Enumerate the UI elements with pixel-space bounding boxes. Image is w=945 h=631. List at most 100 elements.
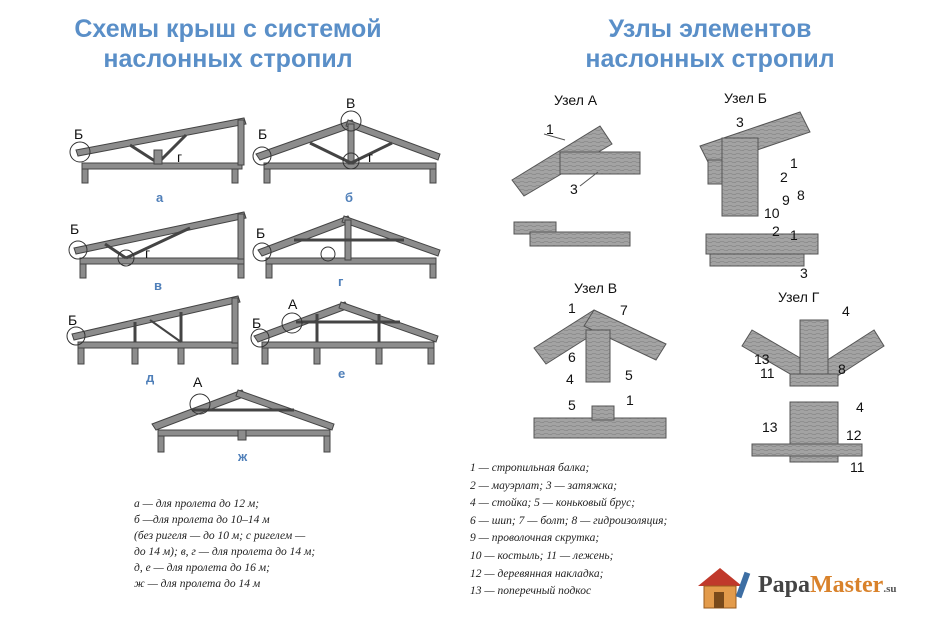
node-g-num-13: 13	[754, 351, 770, 367]
node-g-num-11b: 11	[850, 459, 865, 475]
scheme-a-stand	[153, 149, 163, 165]
node-b-bottom2	[709, 253, 805, 267]
node-g-num-12: 12	[846, 427, 862, 443]
scheme-a-strut2	[156, 133, 188, 165]
scheme-a-wall-left	[81, 168, 89, 184]
scheme-b-node-b: Б	[258, 126, 267, 142]
left-title-line2: наслонных стропил	[103, 45, 353, 73]
node-g-side-beam	[751, 443, 863, 457]
scheme-b-wall-right	[429, 168, 437, 184]
node-v-rafter-right	[583, 309, 667, 361]
scheme-zh-wall-left	[157, 435, 165, 453]
node-v-num-1: 1	[568, 300, 576, 316]
scheme-v-rafter	[73, 211, 247, 255]
scheme-b-node-v: В	[346, 95, 355, 111]
scheme-b-label-g: г	[368, 149, 373, 165]
scheme-b-strut-left	[309, 141, 352, 165]
scheme-e-node-a: А	[288, 296, 298, 312]
logo-text: PapaMaster.su	[758, 572, 896, 599]
logo-part1: Papa	[758, 572, 811, 598]
house-icon	[698, 568, 751, 609]
scheme-v-node-circle-b	[68, 240, 88, 260]
left-title: Схемы крыш с системой наслонных стропил	[28, 14, 428, 74]
scheme-g-wall-right	[429, 263, 437, 279]
node-v-num-6: 6	[568, 349, 576, 365]
node-a-leader-3	[579, 171, 599, 187]
scheme-e-wall-mid2	[375, 347, 383, 365]
notes-right: 1 — стропильная балка; 2 — мауэрлат; 3 —…	[470, 460, 770, 601]
scheme-zh-letter: ж	[237, 449, 248, 464]
scheme-a-rafter	[75, 117, 247, 157]
node-g-drawing	[741, 319, 885, 463]
scheme-a-post	[237, 119, 245, 166]
notes-right-line: 9 — проволочная скрутка;	[470, 532, 600, 545]
node-b-drawing	[699, 111, 819, 267]
node-v-drawing	[533, 309, 667, 439]
node-b-num-8: 8	[797, 187, 805, 203]
scheme-g-node-circle-b	[252, 242, 272, 262]
scheme-e-wall-right	[427, 347, 435, 365]
node-g-num-4: 4	[842, 303, 850, 319]
scheme-d-node-b: Б	[68, 312, 77, 328]
scheme-g	[252, 215, 441, 279]
node-v-post	[585, 329, 611, 383]
scheme-e-node-circle-a	[281, 312, 303, 334]
scheme-zh-support	[237, 429, 247, 441]
scheme-a-wall-right	[231, 168, 239, 184]
node-v-num-1b: 1	[626, 392, 634, 408]
node-b-num-10: 10	[764, 205, 780, 221]
scheme-d-wall-mid1	[131, 347, 139, 365]
scheme-v-node-circle	[117, 249, 135, 267]
scheme-zh	[151, 389, 335, 453]
node-v-title: Узел В	[574, 280, 617, 296]
notes-left-line: д, е — для пролета до 16 м;	[134, 562, 270, 574]
notes-right-line: 12 — деревянная накладка;	[470, 567, 604, 580]
node-g-num-4b: 4	[856, 399, 864, 415]
scheme-d-node-circle-b	[66, 326, 86, 346]
node-a-leader-1	[543, 133, 566, 141]
scheme-d	[66, 295, 241, 365]
scheme-b-strut-right	[350, 141, 393, 165]
node-b-num-3b: 3	[800, 265, 808, 281]
scheme-zh-node-a: А	[193, 374, 203, 390]
node-g-num-13b: 13	[762, 419, 778, 435]
scheme-g-node-b: Б	[256, 225, 265, 241]
scheme-g-node-circle	[320, 246, 336, 262]
scheme-a-strut	[129, 143, 159, 165]
right-title: Узлы элементов наслонных стропил	[540, 14, 880, 74]
scheme-v-post	[237, 213, 245, 260]
node-a-title: Узел А	[554, 92, 598, 108]
scheme-e-node-b: Б	[252, 315, 261, 331]
scheme-e	[250, 301, 439, 365]
scheme-d-wall-mid2	[177, 347, 185, 365]
notes-left-line: а — для пролета до 12 м;	[134, 498, 260, 510]
scheme-a-node-b: Б	[74, 126, 83, 142]
scheme-e-wall-left	[261, 347, 269, 365]
node-g-num-8: 8	[838, 361, 846, 377]
scheme-e-wall-mid1	[313, 347, 321, 365]
node-b-num-3: 3	[736, 114, 744, 130]
scheme-g-rafter-left	[257, 215, 353, 257]
scheme-b-wall-left	[263, 168, 271, 184]
papamaster-logo[interactable]: PapaMaster.su	[690, 562, 930, 612]
notes-left-line: до 14 м); в, г — для пролета до 14 м;	[134, 546, 316, 558]
scheme-a-node-circle	[69, 141, 91, 163]
scheme-b-rafter-right	[345, 119, 441, 161]
scheme-e-tie	[261, 341, 435, 349]
right-title-line1: Узлы элементов	[608, 15, 812, 43]
scheme-g-rafter-right	[341, 215, 441, 257]
node-b-num-2b: 2	[772, 223, 780, 239]
notes-right-line: 4 — стойка; 5 — коньковый брус;	[470, 497, 636, 510]
node-v-bottom	[533, 417, 667, 439]
scheme-b-node-circle-g	[342, 152, 360, 170]
scheme-v-wall-right	[237, 263, 245, 279]
left-title-line1: Схемы крыш с системой	[74, 15, 382, 43]
scheme-v-strut-left	[104, 242, 127, 260]
node-g-base	[789, 373, 839, 387]
node-b-num-1b: 1	[790, 227, 798, 243]
node-v-num-4: 4	[566, 371, 574, 387]
scheme-a-label-g: г	[177, 149, 182, 165]
node-b-bottom	[705, 233, 819, 255]
scheme-d-wall-left	[77, 347, 85, 365]
right-title-line2: наслонных стропил	[585, 45, 835, 73]
